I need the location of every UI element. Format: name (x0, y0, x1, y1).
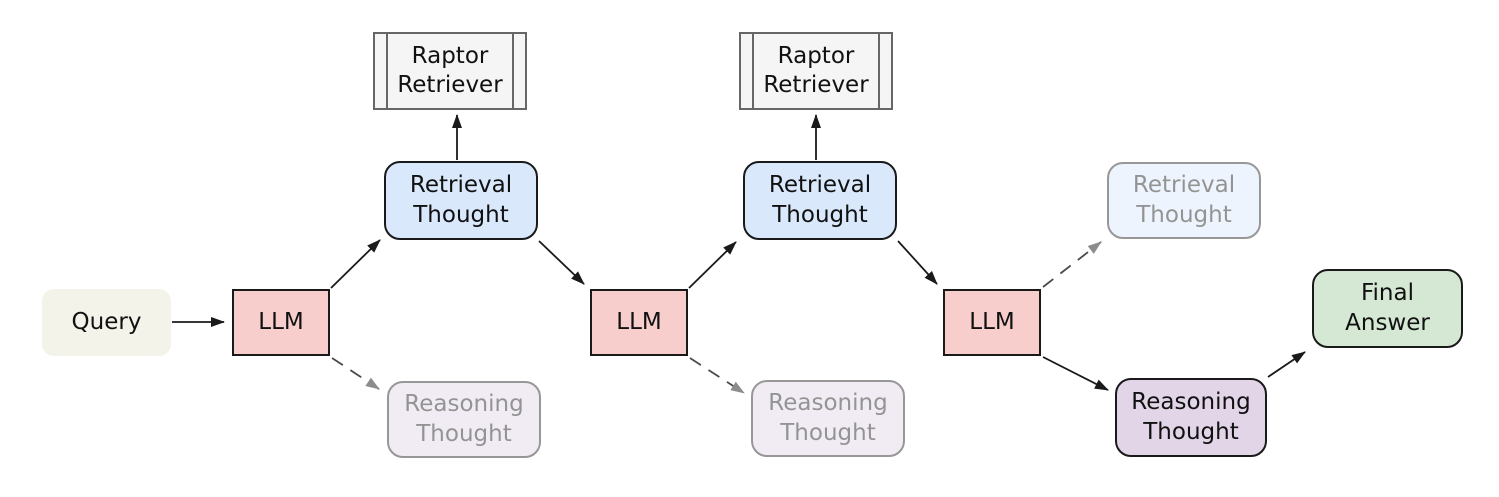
node-llm-1: LLM (232, 289, 330, 356)
edge-llm2-retrieval2 (688, 241, 737, 289)
edge-llm3-retrieval3-dashed (1042, 241, 1102, 288)
node-reasoning-thought-2-faded: Reasoning Thought (751, 380, 905, 457)
edge-retrieval2-llm3 (897, 240, 938, 285)
edge-llm2-reasoning2-dashed (689, 357, 745, 394)
node-final-answer: Final Answer (1312, 269, 1463, 348)
edge-reasoning3-final (1267, 351, 1306, 378)
node-retrieval-thought-2: Retrieval Thought (743, 161, 897, 240)
edge-llm3-reasoning3 (1042, 356, 1109, 391)
edge-llm1-reasoning1-dashed (331, 357, 380, 390)
node-llm-3: LLM (943, 289, 1041, 356)
node-llm-2: LLM (590, 289, 688, 356)
node-query: Query (42, 289, 171, 356)
node-reasoning-thought-3: Reasoning Thought (1115, 378, 1267, 457)
node-raptor-retriever-1: Raptor Retriever (373, 32, 527, 110)
edge-llm1-retrieval1 (330, 239, 381, 289)
node-raptor-retriever-2: Raptor Retriever (739, 32, 893, 110)
edge-retrieval1-llm2 (538, 240, 585, 285)
node-reasoning-thought-1-faded: Reasoning Thought (387, 381, 541, 458)
node-retrieval-thought-3-faded: Retrieval Thought (1107, 162, 1261, 239)
node-retrieval-thought-1: Retrieval Thought (384, 161, 538, 240)
